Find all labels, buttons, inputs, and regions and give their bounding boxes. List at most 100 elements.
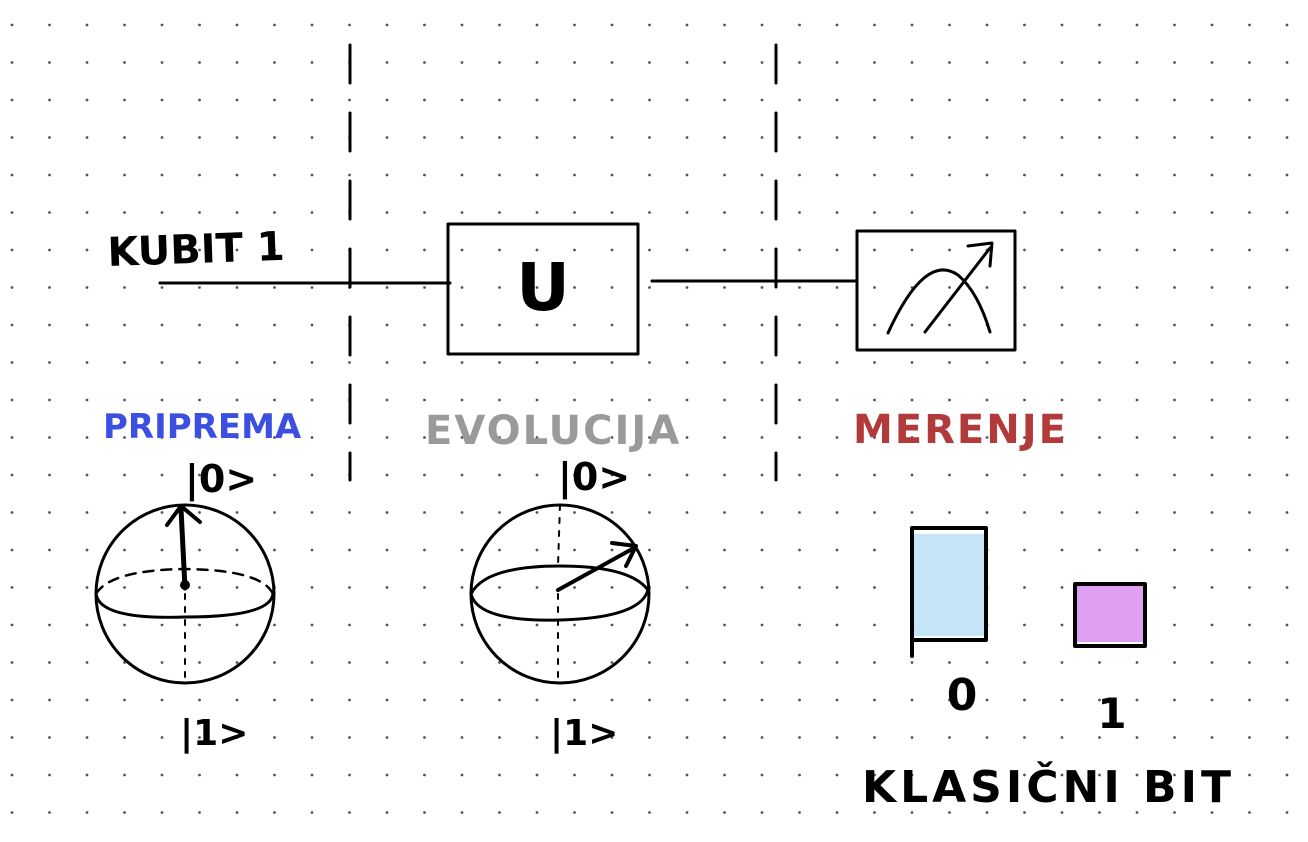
grid-dot xyxy=(160,286,164,289)
equator-back xyxy=(469,564,650,596)
grid-dot xyxy=(160,698,164,702)
dot-grid-background xyxy=(10,23,1289,814)
grid-dot xyxy=(1210,98,1214,102)
grid-dot xyxy=(573,61,576,64)
grid-dot xyxy=(498,23,501,27)
grid-dot xyxy=(760,136,764,139)
grid-dot xyxy=(835,248,839,252)
grid-dot xyxy=(460,323,464,327)
grid-dot xyxy=(1173,698,1176,702)
grid-dot xyxy=(123,586,126,589)
grid-dot xyxy=(910,211,914,214)
grid-dot xyxy=(760,811,764,814)
grid-dot xyxy=(535,698,539,702)
grid-dot xyxy=(460,361,464,364)
grid-dot xyxy=(685,286,689,289)
grid-dot xyxy=(760,323,764,327)
grid-dot xyxy=(198,61,201,64)
grid-dot xyxy=(1248,436,1251,439)
grid-dot xyxy=(10,23,14,27)
grid-dot xyxy=(460,98,464,102)
grid-dot xyxy=(348,736,351,739)
grid-dot xyxy=(498,511,501,514)
grid-dot xyxy=(798,398,801,402)
grid-dot xyxy=(798,623,801,627)
grid-dot xyxy=(10,736,14,739)
grid-dot xyxy=(498,286,501,289)
grid-dot xyxy=(1248,98,1251,102)
grid-dot xyxy=(1210,23,1214,27)
grid-dot xyxy=(1098,698,1101,702)
grid-dot xyxy=(610,361,614,364)
grid-dot xyxy=(910,23,914,27)
grid-dot xyxy=(85,173,89,177)
grid-dot xyxy=(985,98,989,102)
grid-dot xyxy=(198,511,201,514)
grid-dot xyxy=(1098,773,1101,777)
grid-dot xyxy=(1135,698,1139,702)
grid-dot xyxy=(535,773,539,777)
grid-dot xyxy=(835,398,839,402)
grid-dot xyxy=(10,248,14,252)
grid-dot xyxy=(985,811,989,814)
ket-zero-label: |0> xyxy=(185,457,257,502)
grid-dot xyxy=(610,173,614,177)
grid-dot xyxy=(873,398,876,402)
grid-dot xyxy=(1248,511,1251,514)
grid-dot xyxy=(235,811,239,814)
grid-dot xyxy=(385,136,389,139)
grid-dot xyxy=(123,698,126,702)
grid-dot xyxy=(460,698,464,702)
grid-dot xyxy=(723,398,726,402)
grid-dot xyxy=(873,323,876,327)
grid-dot xyxy=(423,398,426,402)
grid-dot xyxy=(10,661,14,664)
grid-dot xyxy=(160,211,164,214)
grid-dot xyxy=(1210,248,1214,252)
grid-dot xyxy=(1285,736,1289,739)
grid-dot xyxy=(648,248,651,252)
grid-dot xyxy=(235,473,239,477)
state-vector-arrow xyxy=(178,506,188,591)
grid-dot xyxy=(723,773,726,777)
grid-dot xyxy=(835,361,839,364)
grid-dot xyxy=(160,248,164,252)
grid-dot xyxy=(48,323,51,327)
grid-dot xyxy=(648,511,651,514)
grid-dot xyxy=(273,323,276,327)
grid-dot xyxy=(310,698,314,702)
meter-arc-icon xyxy=(886,268,992,335)
grid-dot xyxy=(198,173,201,177)
grid-dot xyxy=(685,586,689,589)
grid-dot xyxy=(10,286,14,289)
grid-dot xyxy=(273,23,276,27)
grid-dot xyxy=(723,173,726,177)
grid-dot xyxy=(1023,286,1026,289)
grid-dot xyxy=(123,548,126,552)
grid-dot xyxy=(1210,136,1214,139)
grid-dot xyxy=(1248,473,1251,477)
grid-dot xyxy=(685,511,689,514)
grid-dot xyxy=(1285,586,1289,589)
grid-dot xyxy=(723,811,726,814)
state-vector-arrowhead xyxy=(165,504,202,527)
grid-dot xyxy=(1285,511,1289,514)
grid-dot xyxy=(535,286,539,289)
grid-dot xyxy=(235,61,239,64)
grid-dot xyxy=(85,61,89,64)
grid-dot xyxy=(760,736,764,739)
bloch-sphere-preparation: |0> |1> xyxy=(94,457,276,754)
grid-dot xyxy=(385,173,389,177)
grid-dot xyxy=(1060,698,1064,702)
grid-dot xyxy=(1248,23,1251,27)
grid-dot xyxy=(835,173,839,177)
grid-dot xyxy=(1098,511,1101,514)
grid-dot xyxy=(685,698,689,702)
grid-dot xyxy=(1098,661,1101,664)
grid-dot xyxy=(1248,248,1251,252)
grid-dot xyxy=(535,98,539,102)
grid-dot xyxy=(1060,436,1064,439)
grid-dot xyxy=(910,136,914,139)
grid-dot xyxy=(1023,773,1026,777)
grid-dot xyxy=(123,173,126,177)
